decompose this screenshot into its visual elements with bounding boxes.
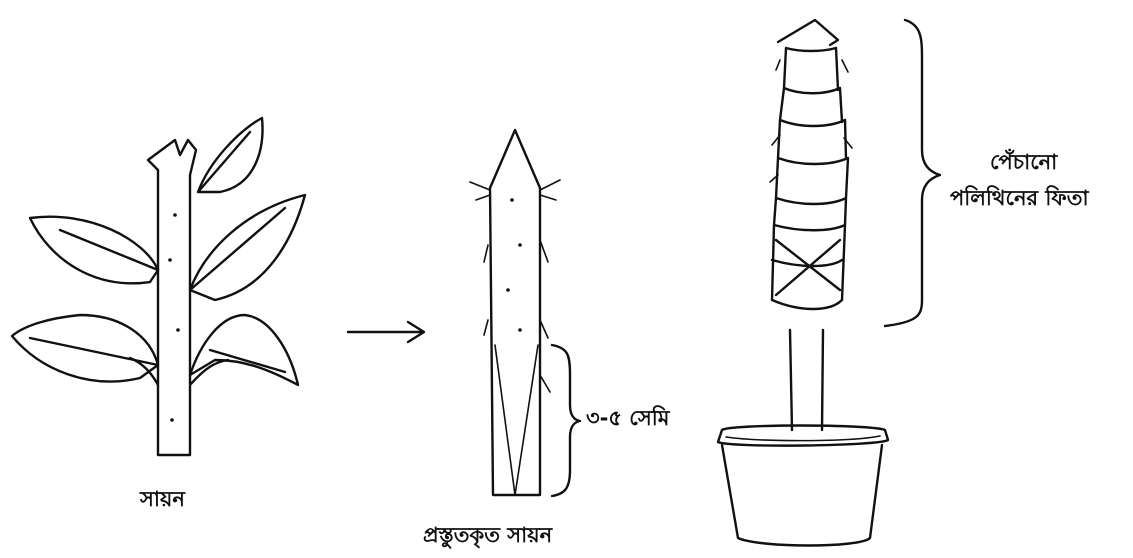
wrapped-ribbon-label-line2: পলিথিনের ফিতা (950, 186, 1089, 211)
polythene-wrap (772, 48, 848, 309)
prepared-scion-stem (490, 130, 540, 495)
scion-stem (130, 140, 228, 455)
graft-tip (778, 20, 838, 45)
scion-figure (12, 118, 305, 455)
potted-graft-figure (718, 20, 940, 546)
scion-leaf-low-left (12, 315, 158, 382)
wrapped-section-brace (885, 20, 940, 326)
prepared-scion-stubs (470, 180, 560, 392)
wedge-cut (495, 345, 538, 495)
graft-stem (790, 330, 823, 430)
scion-label: সায়ন (140, 487, 185, 512)
plant-pot (718, 426, 888, 546)
wrapped-ribbon-label-line1: পেঁচানো (990, 150, 1057, 175)
pot-rim-inner (726, 436, 880, 441)
prepared-scion-label: প্রস্তুতকৃত সায়ন (423, 523, 552, 548)
cut-length-label: ৩-৫ সেমি (586, 406, 669, 431)
scion-leaf-mid-left (30, 217, 158, 284)
prepared-scion-figure (470, 130, 580, 496)
scion-leaf-top-right (198, 118, 263, 192)
scion-leaf-mid-right (190, 195, 305, 300)
cut-length-brace (552, 345, 580, 496)
arrow (348, 322, 424, 342)
scion-leaf-low-right (190, 315, 298, 385)
